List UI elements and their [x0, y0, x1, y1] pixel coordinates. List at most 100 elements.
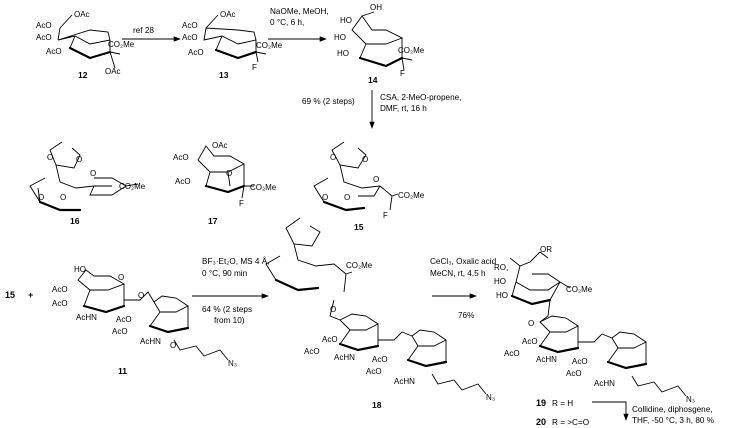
- r14-15-line1: CSA, 2-MeO-propene,: [380, 93, 461, 102]
- c20-r-definition: R = >C=O: [552, 418, 589, 427]
- c16-co2me: CO₂Me: [119, 182, 146, 191]
- c19-achn-1: AcHN: [536, 355, 557, 364]
- c18-achn-2: AcHN: [394, 377, 415, 386]
- compound-14: HO OH HO HO CO₂Me F 14: [334, 3, 425, 85]
- c15-o-4: O: [344, 193, 350, 202]
- r19-20-line1: Collidine, diphosgene,: [632, 405, 713, 414]
- c17-oac-top: OAc: [212, 141, 228, 150]
- c19-ho-1: HO: [494, 277, 506, 286]
- c12-co2me: CO₂Me: [108, 40, 135, 49]
- c11-n3: N₃: [228, 359, 237, 368]
- c11-o-2: O: [170, 341, 176, 350]
- c13-number: 13: [219, 70, 229, 80]
- c11-aco-2: AcO: [52, 299, 68, 308]
- arrow-coupling: BF₃·Et₂O, MS 4 Å, 0 °C, 90 min 64 % (2 s…: [192, 256, 269, 325]
- c11-aco-4: AcO: [112, 327, 128, 336]
- c14-oh: OH: [370, 3, 382, 12]
- c19-ho-2: HO: [496, 291, 508, 300]
- c12-oac-bottom: OAc: [105, 67, 121, 76]
- c11-ho: HO: [74, 265, 86, 274]
- c15-number: 15: [354, 222, 364, 232]
- coupling-line2: 0 °C, 90 min: [202, 269, 248, 278]
- c13-oac-top: OAc: [220, 10, 236, 19]
- c12-number: 12: [78, 70, 88, 80]
- c19-achn-2: AcHN: [594, 379, 615, 388]
- c13-aco-2: AcO: [182, 33, 198, 42]
- c19-aco-2: AcO: [504, 349, 520, 358]
- arrow-14-15: 69 % (2 steps) CSA, 2-MeO-propene, DMF, …: [302, 90, 461, 129]
- c18-aco-3: AcO: [372, 355, 388, 364]
- coupling-lhs-15: 15: [5, 290, 15, 300]
- c15-o-5: O: [373, 175, 379, 184]
- compound-19: OR RO, HO HO CO₂Me O AcO AcO AcHN AcO Ac…: [494, 245, 695, 408]
- r14-15-yield: 69 % (2 steps): [302, 97, 355, 106]
- arrow-12-13: ref 28: [122, 26, 181, 42]
- c16-o-3: O: [38, 193, 44, 202]
- c15-o-3: O: [322, 193, 328, 202]
- arrow-19-20: Collidine, diphosgene, THF, -50 °C, 3 h,…: [592, 401, 714, 425]
- c19-n3: N₃: [686, 395, 695, 404]
- c16-o-2: O: [76, 155, 82, 164]
- r18-19-line1: CeCl₃, Oxalic acid: [430, 257, 497, 266]
- c15-o-2: O: [362, 155, 368, 164]
- r12-13-condition: ref 28: [133, 26, 154, 35]
- c16-o-4: O: [60, 193, 66, 202]
- coupling-plus: +: [28, 290, 33, 300]
- c18-achn-1: AcHN: [334, 353, 355, 362]
- c11-aco-3: AcO: [116, 315, 132, 324]
- c16-o-5: O: [90, 169, 96, 178]
- r18-19-line2: MeCN, rt, 4.5 h: [430, 269, 486, 278]
- c19-aco-3: AcO: [572, 357, 588, 366]
- compound-17: OAc AcO AcO O CO₂Me F 17: [173, 141, 277, 226]
- c16-number: 16: [70, 216, 80, 226]
- c17-number: 17: [208, 216, 218, 226]
- compound-15: O O O O O CO₂Me F 15: [313, 141, 425, 232]
- c13-aco-1: AcO: [182, 21, 198, 30]
- c15-fluorine: F: [383, 211, 388, 220]
- compound-11: HO AcO AcO AcHN AcO AcO AcHN N₃ O O O 11: [52, 265, 237, 376]
- compound-20: 20 R = >C=O: [536, 417, 589, 427]
- c17-o: O: [226, 169, 232, 178]
- c18-co2me: CO₂Me: [346, 261, 373, 270]
- c13-fluorine: F: [252, 63, 257, 72]
- r13-14-line1: NaOMe, MeOH,: [270, 7, 329, 16]
- r18-19-yield: 76%: [458, 311, 474, 320]
- c13-aco-3: AcO: [188, 48, 204, 57]
- c11-aco-1: AcO: [52, 285, 68, 294]
- c17-fluorine: F: [239, 199, 244, 208]
- c11-achn-1: AcHN: [76, 313, 97, 322]
- coupling-line4: from 10): [214, 316, 245, 325]
- compound-12: OAc AcO AcO AcO CO₂Me OAc 12: [36, 10, 135, 80]
- c19-number: 19: [536, 398, 546, 408]
- arrow-18-19: CeCl₃, Oxalic acid MeCN, rt, 4.5 h 76%: [430, 257, 497, 320]
- c19-or: OR: [540, 245, 552, 254]
- r13-14-line2: 0 °C, 6 h,: [270, 18, 304, 27]
- c20-number: 20: [536, 417, 546, 427]
- c11-o-1: O: [138, 291, 144, 300]
- c15-o-1: O: [330, 153, 336, 162]
- c14-co2me: CO₂Me: [398, 46, 425, 55]
- c13-co2me: CO₂Me: [256, 41, 283, 50]
- c17-aco-1: AcO: [173, 153, 189, 162]
- compound-18: CO₂Me AcO AcO AcHN AcO AcO AcHN N₃ O 18: [265, 217, 495, 410]
- c11-number: 11: [118, 366, 127, 376]
- c11-o-3: O: [118, 273, 124, 282]
- c12-aco-1: AcO: [36, 21, 52, 30]
- compound-13: OAc AcO AcO AcO CO₂Me F 13: [182, 10, 283, 80]
- c14-fluorine: F: [400, 69, 405, 78]
- c19-r-definition: R = H: [552, 399, 573, 408]
- c14-ho-3: HO: [337, 49, 349, 58]
- c19-ro: RO,: [494, 263, 508, 272]
- c14-number: 14: [368, 75, 378, 85]
- arrow-13-14: NaOMe, MeOH, 0 °C, 6 h,: [268, 7, 329, 42]
- r14-15-line2: DMF, rt, 16 h: [380, 104, 427, 113]
- c12-aco-3: AcO: [46, 47, 62, 56]
- c19-aco-4: AcO: [566, 369, 582, 378]
- c18-number: 18: [372, 400, 382, 410]
- c16-o-1: O: [47, 153, 53, 162]
- c18-aco-1: AcO: [322, 335, 338, 344]
- c18-n3: N₃: [486, 393, 495, 402]
- c18-aco-4: AcO: [366, 367, 382, 376]
- c11-achn-2: AcHN: [140, 337, 161, 346]
